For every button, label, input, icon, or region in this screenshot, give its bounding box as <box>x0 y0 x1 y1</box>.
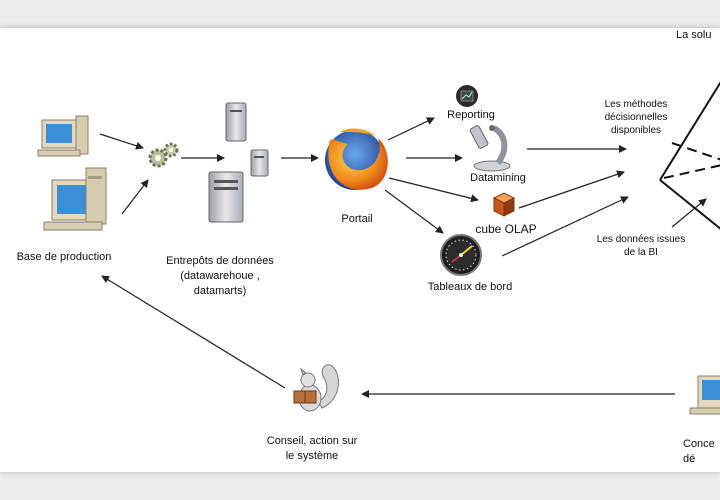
arrow <box>121 179 149 215</box>
diagram-canvas <box>0 28 720 472</box>
arrow <box>99 133 144 150</box>
arrow <box>501 196 629 257</box>
cube-icon <box>492 192 516 217</box>
squirrel-reader-icon <box>293 364 339 412</box>
base-production-label: Base de production <box>16 251 112 263</box>
arrow <box>387 117 435 141</box>
reporting-label: Reporting <box>447 109 495 121</box>
top-right-label: La solu <box>676 29 712 41</box>
arrow <box>384 189 444 234</box>
gears-icon <box>148 142 179 168</box>
portail-label: Portail <box>341 213 373 225</box>
arrow <box>671 198 707 228</box>
reporting-icon <box>456 85 478 107</box>
conseil-label: Conseil, action sur le système <box>266 435 358 462</box>
microscope-icon <box>469 125 511 172</box>
convergence-lines <box>659 81 720 230</box>
arrow <box>101 275 286 389</box>
computer-icon <box>37 115 89 157</box>
arrow <box>518 170 625 209</box>
server-icon <box>250 149 269 177</box>
arrow <box>388 177 479 203</box>
server-icon <box>225 102 247 142</box>
conception-label: Conce dé <box>683 438 715 465</box>
entrepots-label: Entrepôts de données (datawarehoue , dat… <box>166 255 274 297</box>
firefox-icon <box>325 128 388 190</box>
donnees-bi-label: Les données issues de la BI <box>596 234 686 258</box>
server-icon <box>208 171 244 223</box>
cube-olap-label: cube OLAP <box>475 222 537 236</box>
datamining-label: Datamining <box>470 172 526 184</box>
computer-icon <box>689 375 720 415</box>
methodes-label: Les méthodes décisionnelles disponibles <box>604 99 668 136</box>
tableaux-bord-label: Tableaux de bord <box>427 281 513 293</box>
computer-icon <box>43 167 107 231</box>
gauge-icon <box>440 234 482 276</box>
